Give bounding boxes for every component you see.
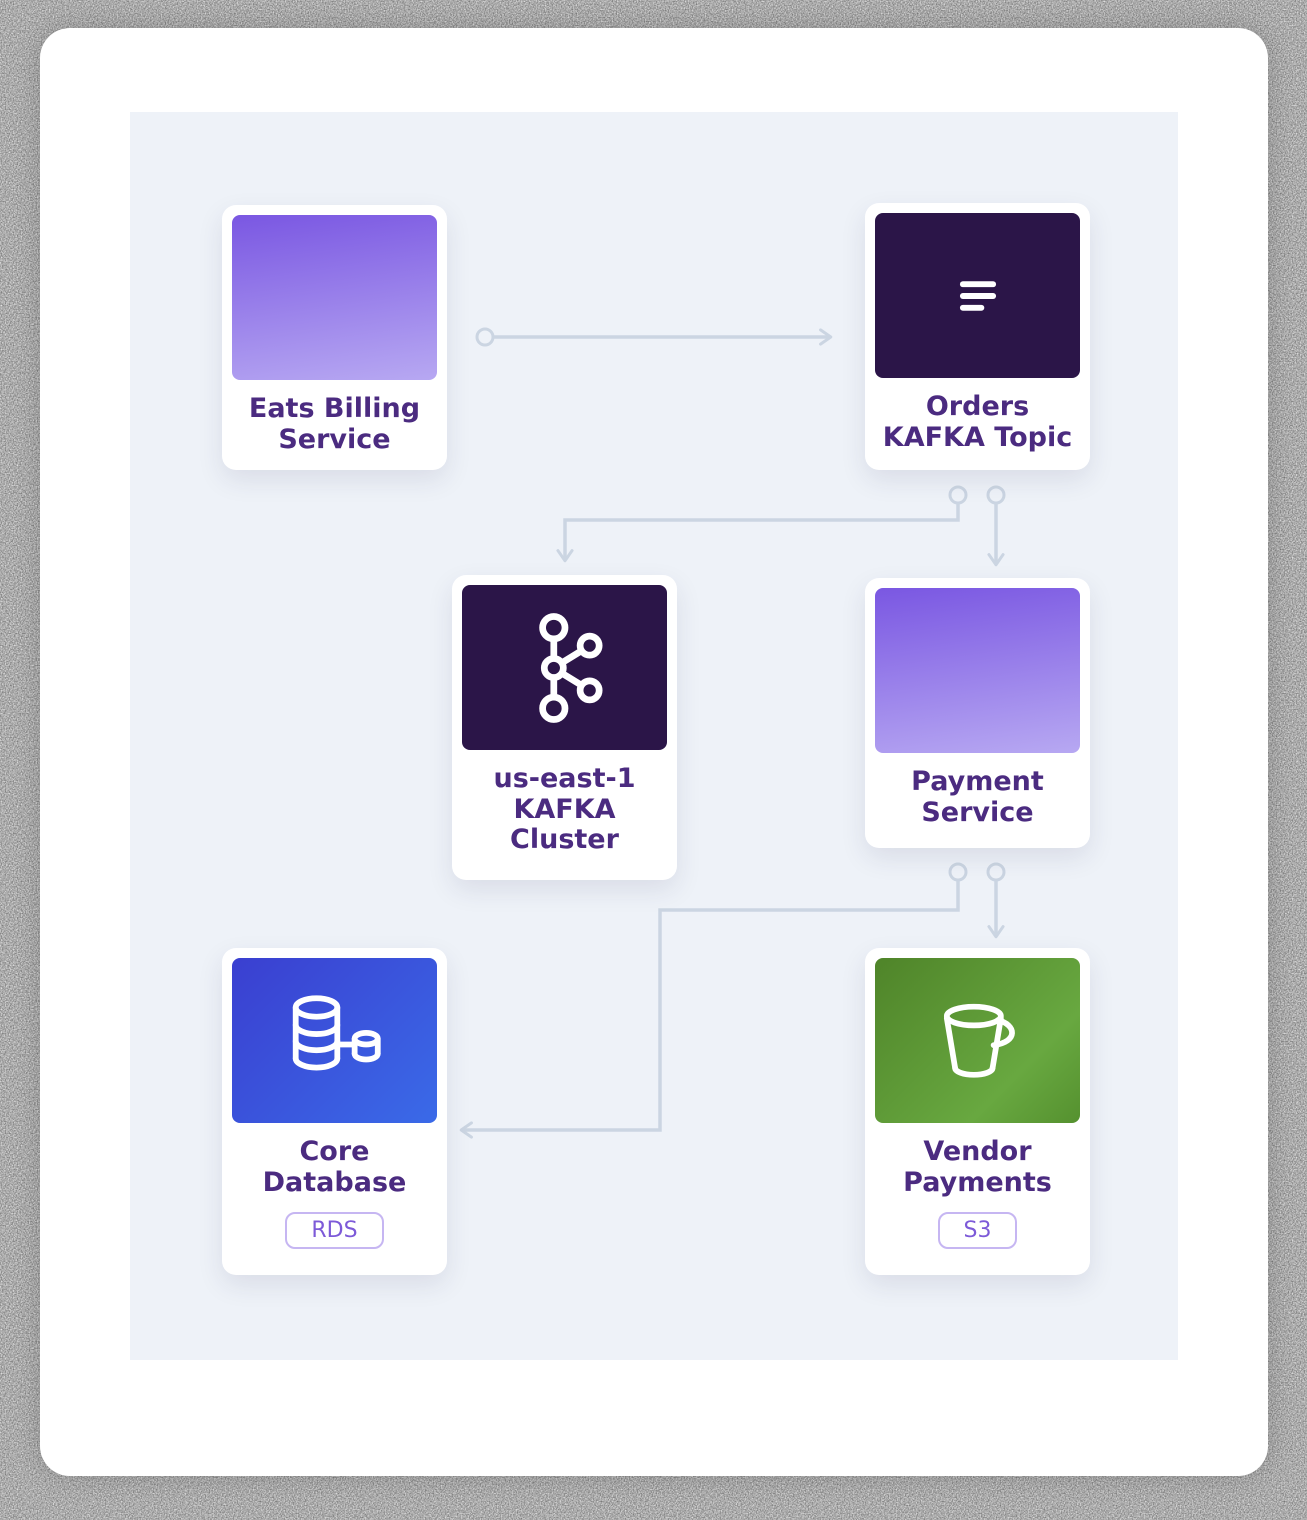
node-core-database[interactable]: Core Database RDS	[222, 948, 447, 1275]
s3-bucket-icon	[875, 958, 1080, 1123]
node-label: Eats Billing Service	[248, 393, 421, 455]
connector-origin-dot	[986, 862, 1006, 882]
node-eats-billing-service[interactable]: Eats Billing Service	[222, 205, 447, 470]
connector-origin-dot	[948, 862, 968, 882]
diagram-panel: Eats Billing Service Orders KAFKA Topic	[130, 112, 1178, 1360]
connector-orders-to-kafka-cluster	[556, 503, 960, 563]
connector-origin-dot	[948, 485, 968, 505]
connector-payment-to-core-db	[459, 880, 960, 1139]
connector-origin-dot	[475, 327, 495, 347]
node-orders-kafka-topic[interactable]: Orders KAFKA Topic	[865, 203, 1090, 470]
node-label: us-east-1 KAFKA Cluster	[493, 763, 636, 855]
node-vendor-payments[interactable]: Vendor Payments S3	[865, 948, 1090, 1275]
diagram-page: Eats Billing Service Orders KAFKA Topic	[40, 28, 1268, 1476]
database-icon	[232, 958, 437, 1123]
node-label: Payment Service	[911, 766, 1044, 828]
node-payment-service[interactable]: Payment Service	[865, 578, 1090, 848]
menu-lines-icon	[875, 213, 1080, 378]
connector-layer	[459, 327, 1006, 1139]
gradient-tile-icon	[232, 215, 437, 380]
connector-origin-dot	[986, 485, 1006, 505]
gradient-tile-icon	[875, 588, 1080, 753]
service-badge: RDS	[285, 1212, 384, 1249]
node-label: Core Database	[262, 1136, 407, 1198]
node-us-east-1-kafka-cluster[interactable]: us-east-1 KAFKA Cluster	[452, 575, 677, 880]
kafka-logo-icon	[462, 585, 667, 750]
node-label: Vendor Payments	[903, 1136, 1052, 1198]
node-label: Orders KAFKA Topic	[882, 391, 1073, 453]
service-badge: S3	[937, 1212, 1018, 1249]
